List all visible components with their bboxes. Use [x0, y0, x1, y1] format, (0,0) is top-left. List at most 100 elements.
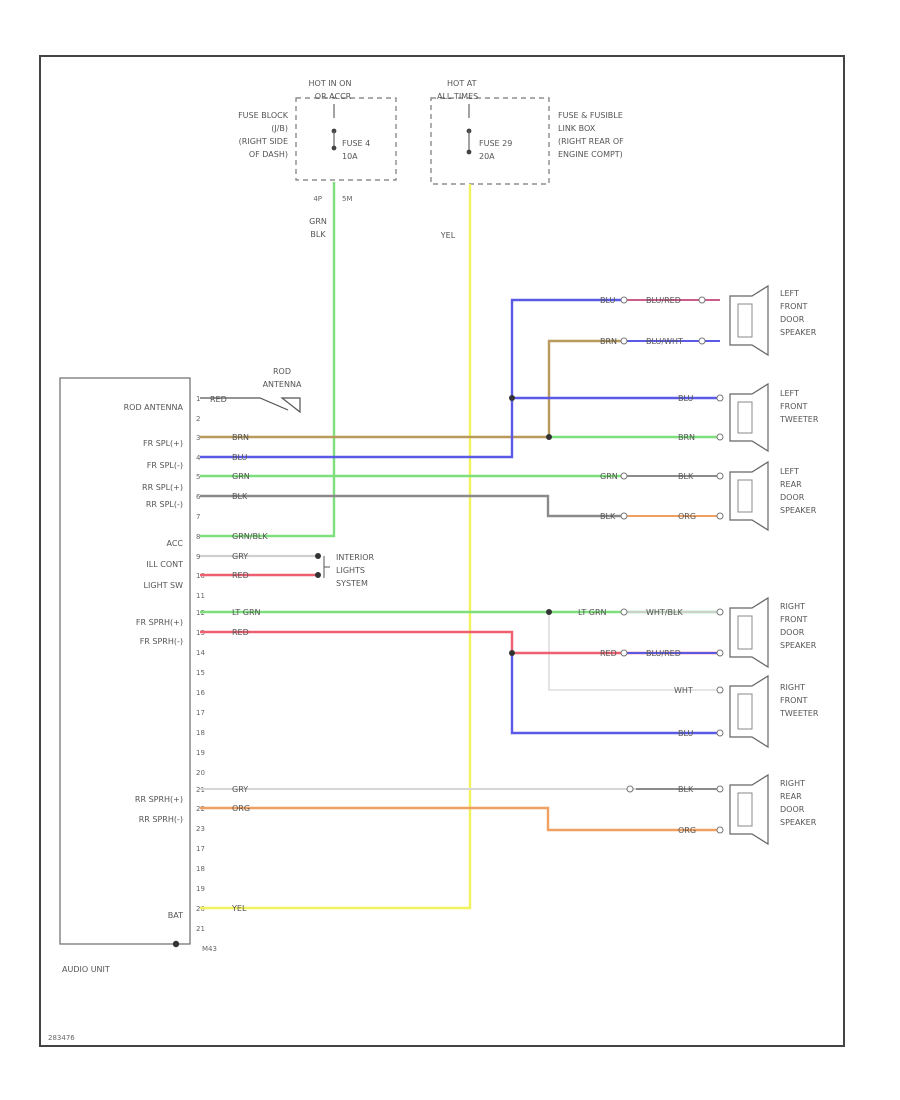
wire-label-rr-spl-pos: GRN [232, 472, 250, 481]
rfd-w1: LT GRN [578, 608, 607, 617]
left-rear-door-speaker-icon [729, 460, 769, 532]
connector-ring [620, 472, 628, 480]
label-rr-spl-neg: RR SPL(-) [146, 500, 183, 509]
label-acc: ACC [166, 539, 183, 548]
connector-ring [620, 608, 628, 616]
label-fr-sprh-pos: FR SPRH(+) [136, 618, 183, 627]
fuse-box-right [430, 97, 550, 185]
wire-fr-spl-neg [200, 298, 624, 459]
connector-ring [716, 433, 724, 441]
fuse-29-rating: 20A [479, 152, 495, 161]
rfd-w1b: WHT/BLK [646, 608, 683, 617]
rrd-label-1: RIGHT [780, 779, 805, 788]
interior-label-1: INTERIOR [336, 553, 375, 562]
antenna-icon [280, 397, 301, 414]
wire-label-ill-cont: GRY [232, 552, 248, 561]
lfd-w1: BLU [600, 296, 616, 305]
wire-label-light-sw: RED [232, 571, 249, 580]
right-front-tweeter: WHT BLU [674, 686, 694, 738]
connector-ring [620, 512, 628, 520]
connector-ring [698, 337, 706, 345]
right-front-door-speaker-icon [729, 596, 769, 669]
pin-number: 23 [196, 825, 205, 833]
rrd-w1: BLK [678, 785, 694, 794]
pin-number: 5 [196, 473, 200, 481]
rft-w1: WHT [674, 686, 693, 695]
wire-label-bat: YEL [231, 904, 247, 913]
wire-label-fr-spl-pos: BRN [232, 433, 249, 442]
fuse-right-hot-1: HOT AT [447, 79, 477, 88]
fuse-right-block-1: FUSE & FUSIBLE [558, 111, 623, 120]
wire-rr-spl-neg [200, 494, 624, 518]
connector-ring [620, 296, 628, 304]
label-light-sw: LIGHT SW [144, 581, 184, 590]
splice-fr-neg [509, 395, 515, 401]
fuse-left-pin-4p: 4P [313, 195, 322, 203]
label-fr-spl-neg: FR SPL(-) [147, 461, 183, 470]
fuse-right-block-4: ENGINE COMPT) [558, 150, 623, 159]
label-rod-antenna: ROD ANTENNA [124, 403, 184, 412]
pin-number: 2 [196, 415, 200, 423]
connector-ring [620, 337, 628, 345]
antenna-label-2: ANTENNA [263, 380, 302, 389]
rrd-w2: ORG [678, 826, 696, 835]
wire-label-rr-sprh-neg: ORG [232, 804, 250, 813]
pin-number: 20 [196, 769, 205, 777]
lfd-label-3: DOOR [780, 315, 805, 324]
pin-number: 19 [196, 749, 205, 757]
lrd-label-1: LEFT [780, 467, 799, 476]
splice-fr-pos [546, 434, 552, 440]
connector-ring [716, 472, 724, 480]
audio-unit: ROD ANTENNA FR SPL(+) FR SPL(-) RR SPL(+… [59, 377, 217, 974]
connector-ring [716, 729, 724, 737]
rfd-w2b: BLU/RED [646, 649, 681, 658]
fuse-right-wire: YEL [440, 231, 456, 240]
fuse-left-block-2: (J/B) [271, 124, 288, 133]
diagram-frame [39, 55, 845, 1047]
lrd-label-3: DOOR [780, 493, 805, 502]
fuse-right-block-3: (RIGHT REAR OF [558, 137, 624, 146]
antenna-wire: RED [210, 395, 227, 404]
fuse-box-left [295, 97, 397, 181]
pin-number: 9 [196, 553, 200, 561]
rft-label-1: RIGHT [780, 683, 805, 692]
wire-label-fr-sprh-pos: LT GRN [232, 608, 261, 617]
lfd-w2: BRN [600, 337, 617, 346]
rft-w2: BLU [678, 729, 694, 738]
fuse-left-wire-1: GRN [309, 217, 327, 226]
lrd-w1: GRN [600, 472, 618, 481]
interior-label-3: SYSTEM [336, 579, 368, 588]
wire-label-rr-spl-neg: BLK [232, 492, 248, 501]
wire-label-fr-spl-neg: BLU [232, 453, 248, 462]
lrd-w2: BLK [600, 512, 616, 521]
pin-number: 8 [196, 533, 200, 541]
wire-fr-sprh-neg [200, 630, 720, 655]
fuse-4-rating: 10A [342, 152, 358, 161]
rfd-w2: RED [600, 649, 617, 658]
fuse-left-wire-2: BLK [310, 230, 326, 239]
lft-label-1: LEFT [780, 389, 799, 398]
fuse-right-block-2: LINK BOX [558, 124, 596, 133]
connector-ring [620, 649, 628, 657]
audio-unit-box [59, 377, 191, 945]
lfd-label-1: LEFT [780, 289, 799, 298]
wire-label-rr-sprh-pos: GRY [232, 785, 248, 794]
pin-number: 4 [196, 454, 201, 462]
label-fr-spl-pos: FR SPL(+) [143, 439, 183, 448]
speaker-labels: LEFT FRONT DOOR SPEAKER LEFT FRONT TWEET… [779, 289, 819, 827]
lrd-label-4: SPEAKER [780, 506, 817, 515]
lrd-label-2: REAR [780, 480, 802, 489]
connector-ring [716, 785, 724, 793]
pin-number: 18 [196, 865, 205, 873]
lft-w2: BRN [678, 433, 695, 442]
pin-number: 3 [196, 434, 200, 442]
wire-label-acc: GRN/BLK [232, 532, 268, 541]
rfd-label-4: SPEAKER [780, 641, 817, 650]
audio-unit-ground-pin: M43 [202, 945, 217, 953]
wire-acc-feed [200, 182, 336, 538]
pin-number: 16 [196, 689, 205, 697]
splice-rf-pos [546, 609, 552, 615]
rfd-label-1: RIGHT [780, 602, 805, 611]
right-rear-door-speaker: BLK ORG [636, 785, 720, 835]
label-fr-sprh-neg: FR SPRH(-) [140, 637, 183, 646]
